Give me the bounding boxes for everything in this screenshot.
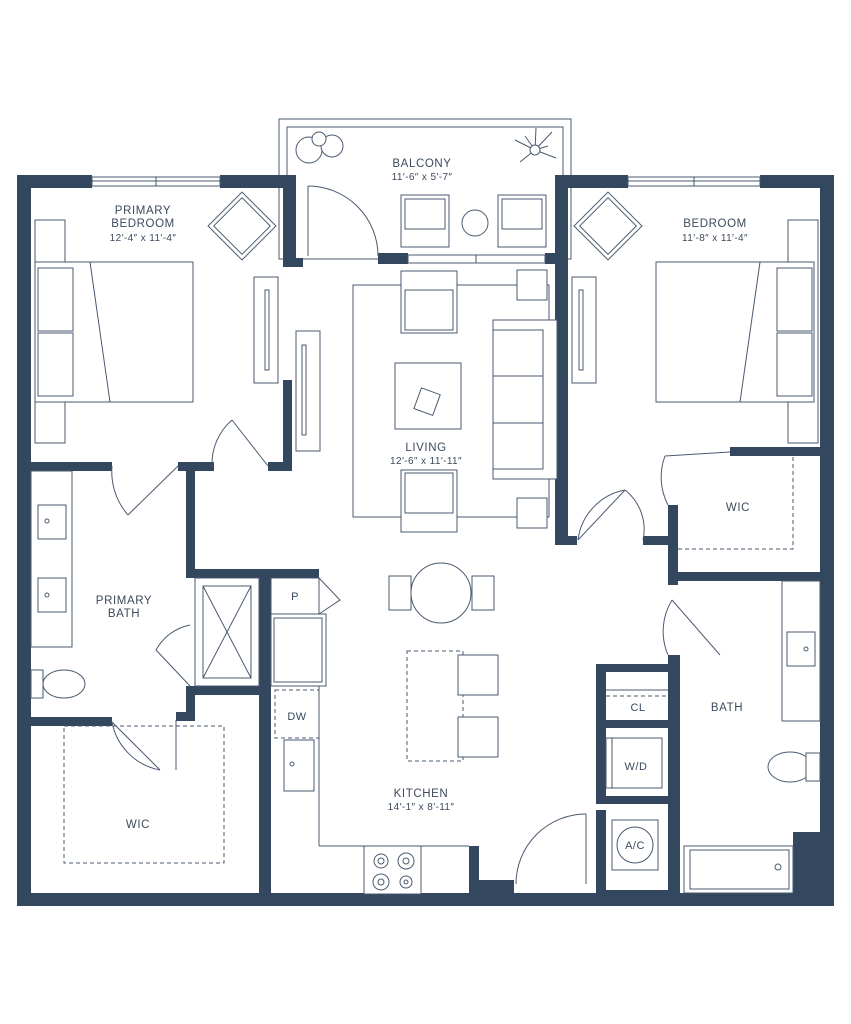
living-dims: 12′-6″ x 11′-11″ [390, 456, 462, 467]
balcony-dims: 11′-6″ x 5′-7″ [392, 172, 453, 183]
palm-icon [514, 127, 557, 163]
primary-bath-label-2: BATH [108, 608, 140, 620]
primary-bath-label-1: PRIMARY [96, 595, 152, 607]
wic-bedroom-label: WIC [726, 502, 750, 514]
kitchen-dims: 14′-1″ x 8′-11″ [388, 802, 455, 813]
doors [111, 185, 731, 885]
primary-bedroom-label-1: PRIMARY [115, 205, 171, 217]
primary-bath-fixtures [30, 470, 260, 864]
utility-fixtures [605, 689, 668, 871]
living-label: LIVING [405, 442, 446, 454]
closet-label: CL [630, 702, 645, 714]
primary-bedroom-dims: 12′-4″ x 11′-4″ [110, 233, 177, 244]
walls [17, 175, 834, 906]
bath-fixtures [683, 580, 821, 894]
bath-label: BATH [711, 702, 743, 714]
balcony-furniture [295, 127, 557, 248]
windows [91, 176, 761, 264]
dishwasher-label: DW [287, 711, 306, 723]
dining-furniture [388, 562, 495, 624]
bedroom-dims: 11′-8″ x 11′-4″ [682, 233, 748, 244]
pantry-label: P [291, 591, 299, 603]
bedroom-label: BEDROOM [683, 218, 747, 230]
wic-primary-label: WIC [126, 819, 150, 831]
balcony-label: BALCONY [392, 158, 451, 170]
primary-bedroom-furniture [34, 191, 279, 444]
bedroom-wic [678, 456, 794, 550]
washer-dryer-label: W/D [625, 761, 648, 773]
bedroom-furniture [571, 191, 819, 444]
living-furniture [295, 269, 558, 533]
kitchen-fixtures [270, 576, 499, 895]
primary-bedroom-label-2: BEDROOM [111, 218, 175, 230]
plant-icon [295, 131, 344, 164]
ac-label: A/C [625, 840, 645, 852]
kitchen-label: KITCHEN [394, 788, 449, 800]
room-labels: BALCONY 11′-6″ x 5′-7″ PRIMARY BEDROOM 1… [96, 158, 750, 852]
